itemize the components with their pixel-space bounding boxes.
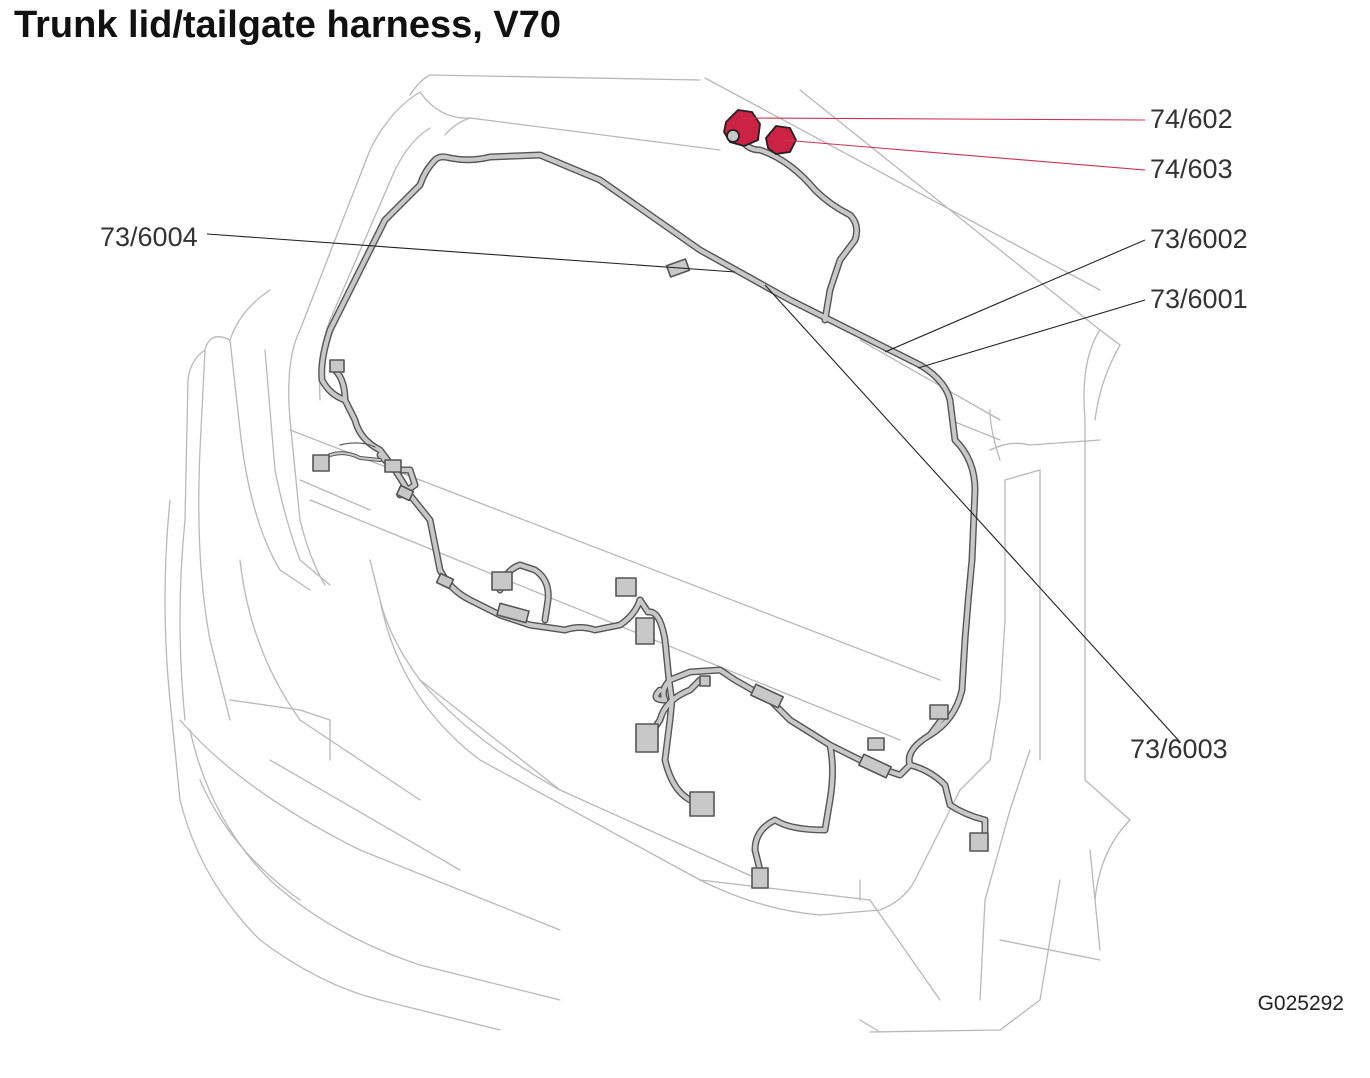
label-74-602: 74/602	[1150, 104, 1233, 134]
label-74-603: 74/603	[1150, 154, 1233, 184]
label-73-6003: 73/6003	[1130, 734, 1228, 764]
leader-lines	[206, 117, 1181, 743]
car-body-outline	[164, 74, 1131, 1033]
highlighted-connectors	[723, 109, 797, 155]
harness-icon	[322, 131, 989, 874]
label-73-6001: 73/6001	[1150, 284, 1248, 314]
page-title: Trunk lid/tailgate harness, V70	[14, 4, 561, 46]
label-73-6002: 73/6002	[1150, 224, 1248, 254]
figure-id: G025292	[1257, 992, 1344, 1015]
label-73-6004: 73/6004	[100, 222, 198, 252]
connector-icon	[312, 258, 989, 889]
